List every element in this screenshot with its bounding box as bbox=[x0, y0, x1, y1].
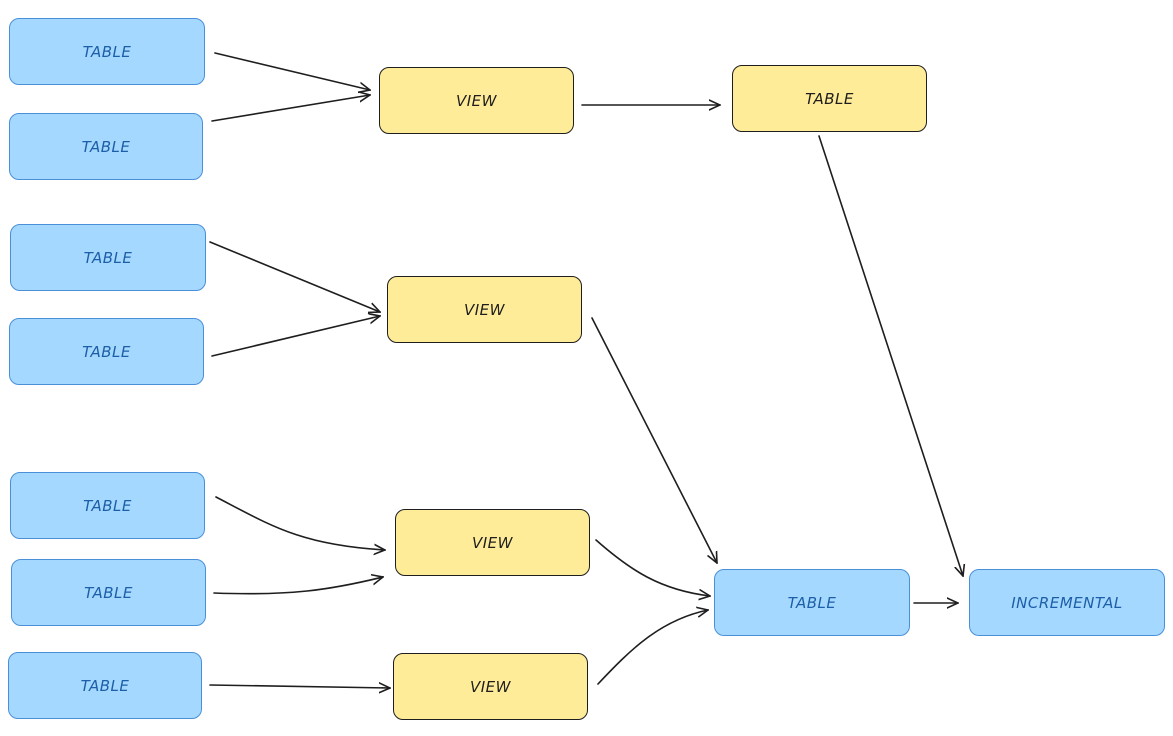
incremental-table-label: INCREMENTAL bbox=[1011, 593, 1123, 612]
derived-table-bottom[interactable]: TABLE bbox=[714, 569, 910, 636]
derived-table-top[interactable]: TABLE bbox=[732, 65, 927, 132]
source-table-7-label: TABLE bbox=[80, 676, 130, 695]
view-1[interactable]: VIEW bbox=[379, 67, 574, 134]
incremental-table[interactable]: INCREMENTAL bbox=[969, 569, 1165, 636]
source-table-1[interactable]: TABLE bbox=[9, 18, 205, 85]
source-table-5[interactable]: TABLE bbox=[10, 472, 205, 539]
view-3-label: VIEW bbox=[472, 533, 513, 552]
source-table-6-label: TABLE bbox=[84, 583, 133, 602]
derived-table-top-label: TABLE bbox=[805, 89, 854, 108]
source-table-7[interactable]: TABLE bbox=[8, 652, 202, 719]
source-table-2-label: TABLE bbox=[81, 137, 131, 156]
source-table-4-label: TABLE bbox=[82, 342, 131, 361]
view-2-label: VIEW bbox=[464, 300, 505, 319]
view-3[interactable]: VIEW bbox=[395, 509, 590, 576]
edge-t3-to-view2 bbox=[209, 241, 380, 312]
source-table-1-label: TABLE bbox=[82, 42, 132, 61]
view-2[interactable]: VIEW bbox=[387, 276, 582, 343]
edge-view4-to-table-bottom bbox=[597, 610, 708, 685]
source-table-3-label: TABLE bbox=[83, 248, 133, 267]
edge-t7-to-view4 bbox=[209, 685, 390, 688]
edge-t1-to-view1 bbox=[214, 52, 370, 90]
derived-table-bottom-label: TABLE bbox=[787, 593, 837, 612]
edge-t6-to-view3 bbox=[213, 577, 383, 595]
edge-t4-to-view2 bbox=[211, 316, 380, 357]
source-table-4[interactable]: TABLE bbox=[9, 318, 204, 385]
edge-view2-to-table-bottom bbox=[591, 317, 717, 563]
edge-t2-to-view1 bbox=[211, 95, 370, 122]
edge-t5-to-view3 bbox=[215, 496, 385, 550]
view-4[interactable]: VIEW bbox=[393, 653, 588, 720]
edge-table-top-to-incremental bbox=[818, 135, 963, 576]
source-table-3[interactable]: TABLE bbox=[10, 224, 206, 291]
source-table-5-label: TABLE bbox=[83, 496, 132, 515]
edge-view3-to-table-bottom bbox=[595, 539, 710, 596]
view-1-label: VIEW bbox=[456, 91, 497, 110]
source-table-2[interactable]: TABLE bbox=[9, 113, 203, 180]
view-4-label: VIEW bbox=[470, 677, 511, 696]
source-table-6[interactable]: TABLE bbox=[11, 559, 206, 626]
